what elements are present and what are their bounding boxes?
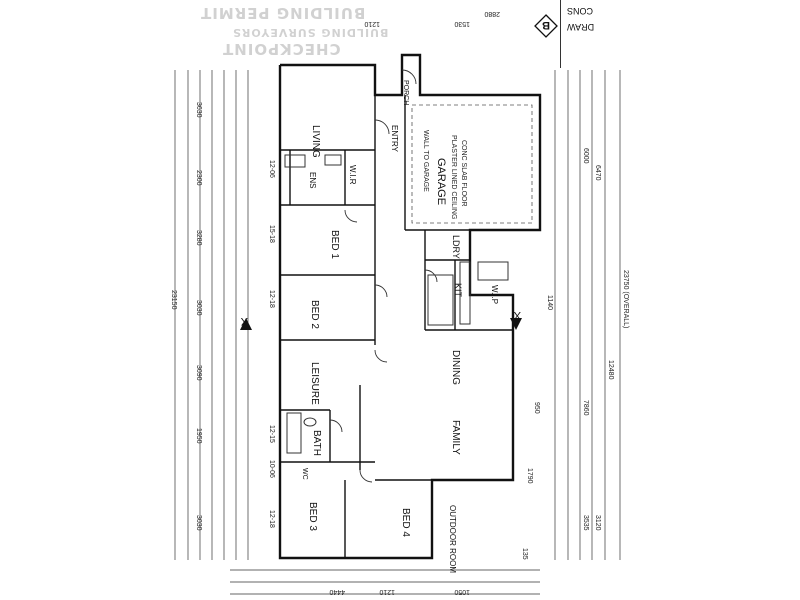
label-outdoor: OUTDOOR ROOM <box>448 505 457 573</box>
stud-height-6: 12-18 <box>268 510 275 528</box>
title-block: CONS DRAW <box>560 0 621 68</box>
label-bed1: BED 1 <box>329 230 340 259</box>
stud-height-4: 10-06 <box>268 460 275 478</box>
section-label-left: X <box>240 315 248 327</box>
bath-fixtures <box>284 154 342 454</box>
door-swings <box>329 69 438 483</box>
label-bed2: BED 2 <box>309 300 320 329</box>
label-porch: PORCH <box>402 80 409 105</box>
stud-height-1: 15-18 <box>268 225 275 243</box>
stud-height-2: 12-18 <box>268 290 275 308</box>
right-dimension-lines <box>554 70 621 560</box>
garage-zone <box>411 104 533 224</box>
label-wip: W.I.P <box>490 285 499 304</box>
note-garage-floor: CONC SLAB FLOOR <box>460 140 467 207</box>
dim-left-d: 3030 <box>195 300 202 316</box>
interior-walls <box>280 95 540 558</box>
label-wir: W.I.R <box>348 165 357 185</box>
left-dimension-lines <box>174 70 249 560</box>
dim-garage-d: 6470 <box>594 165 601 181</box>
dim-bottom-a: 4440 <box>329 588 345 595</box>
dim-bottom-b: 1210 <box>379 588 395 595</box>
section-label-right: X <box>513 309 521 321</box>
dim-family: 1790 <box>526 468 533 484</box>
label-garage: GARAGE <box>435 158 447 205</box>
dim-top-c: 1210 <box>364 20 380 27</box>
label-wc: WC <box>301 468 308 480</box>
label-bed3: BED 3 <box>307 502 318 531</box>
dim-left-e: 3090 <box>195 365 202 381</box>
note-garage-ceiling: PLASTER LINED CEILING <box>450 135 457 219</box>
section-marker-right <box>510 318 522 330</box>
room-labels: LIVING GARAGE ENTRY PORCH ENS W.I.R BED … <box>301 80 499 573</box>
stud-height-5: 12-15 <box>268 425 275 443</box>
dim-bottom-c: 1050 <box>454 588 470 595</box>
dim-right-c: 3535 <box>582 515 589 531</box>
note-garage-wall: WALL TO GARAGE <box>422 130 429 192</box>
label-ldry: LDRY <box>451 235 461 259</box>
dim-top-a: 1530 <box>454 20 470 27</box>
label-entry: ENTRY <box>390 125 399 153</box>
label-living: LIVING <box>310 125 321 158</box>
dim-right-a: 12480 <box>607 360 614 380</box>
dim-left-c: 3280 <box>195 230 202 246</box>
dimension-texts: 23150 23750 (OVERALL) 12480 7860 3535 31… <box>170 10 629 595</box>
label-leisure: LEISURE <box>309 362 320 405</box>
dim-left-a: 3630 <box>195 102 202 118</box>
dim-right-b: 7860 <box>582 400 589 416</box>
dim-overall-left: 23150 <box>170 290 177 310</box>
label-dining: DINING <box>450 350 461 385</box>
section-marker-left <box>240 318 252 330</box>
label-bath: BATH <box>311 430 322 456</box>
dim-overall-right: 23750 (OVERALL) <box>622 270 629 328</box>
dim-left-f: 1950 <box>195 428 202 444</box>
dim-dining: 950 <box>533 402 540 414</box>
dim-garage-w: 6000 <box>582 148 589 164</box>
kitchen-benches <box>427 261 509 326</box>
dim-kit: 1140 <box>546 295 553 310</box>
revision-badge-icon <box>534 14 558 38</box>
label-family: FAMILY <box>450 420 461 455</box>
dim-left-b: 2300 <box>195 170 202 186</box>
garage-notes: PLASTER LINED CEILING CONC SLAB FLOOR WA… <box>422 130 467 219</box>
stud-height-3: 12-06 <box>268 160 275 178</box>
label-kit: KIT <box>453 283 463 298</box>
bottom-dimension-lines <box>230 569 540 595</box>
dim-bottom-d: 135 <box>521 548 528 560</box>
dim-right-d: 3120 <box>594 515 601 531</box>
label-bed4: BED 4 <box>400 508 411 537</box>
label-ens: ENS <box>308 172 317 188</box>
dim-left-g: 3030 <box>195 515 202 531</box>
dim-top-b: 2880 <box>484 10 500 17</box>
